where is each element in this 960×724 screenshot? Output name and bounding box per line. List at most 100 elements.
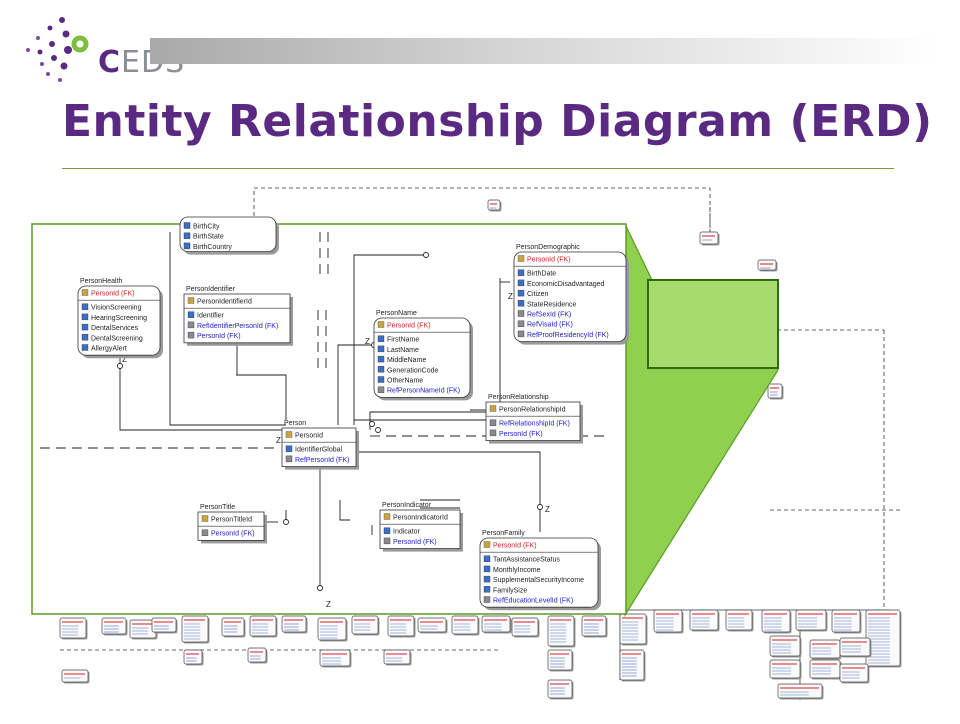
entity-attribute: PersonId (FK)	[499, 431, 543, 438]
entity-title: PersonName	[376, 310, 417, 317]
fk-column-icon	[377, 386, 385, 393]
logo-dots-icon	[26, 17, 89, 82]
entity-attribute: RefProofResidencyId (FK)	[527, 332, 609, 339]
fk-column-icon	[489, 429, 497, 437]
entity-attribute: RefPersonId (FK)	[295, 457, 349, 464]
pk-attribute: PersonId (FK)	[387, 323, 431, 330]
column-icon	[483, 555, 491, 562]
entity-attribute: IdentifierGlobal	[295, 447, 343, 454]
z-label: Z	[326, 600, 331, 609]
z-label: Z	[508, 292, 513, 301]
key-icon	[285, 431, 293, 438]
column-icon	[377, 376, 385, 383]
mini-table	[183, 649, 203, 665]
entity-personindicator: PersonIndicatorPersonIndicatorIdIndicato…	[379, 502, 463, 552]
mini-table	[581, 615, 607, 637]
entity-attribute: LastName	[387, 347, 419, 354]
column-icon	[517, 300, 525, 307]
entity-title: PersonHealth	[80, 278, 123, 285]
column-icon	[285, 445, 293, 452]
column-icon	[517, 279, 525, 287]
entity-attribute: SupplementalSecurityIncome	[493, 577, 584, 584]
fk-column-icon	[489, 419, 497, 426]
pk-attribute: PersonTitleId	[211, 517, 252, 524]
erd-canvas: Z Z Z Z Z Z Z BirthCityBirthStateBirthCo…	[31, 187, 902, 700]
header-gradient-bar	[150, 38, 940, 64]
entity-attribute: RefRelationshipId (FK)	[499, 421, 570, 428]
fk-column-icon	[187, 321, 195, 329]
fk-column-icon	[517, 330, 525, 338]
mini-table	[839, 637, 871, 657]
entity-box	[479, 537, 599, 608]
entity-attribute: PersonId (FK)	[211, 531, 255, 538]
entity-attribute: PersonId (FK)	[393, 539, 437, 546]
pk-attribute: PersonId	[295, 433, 323, 440]
z-label: Z	[365, 337, 370, 346]
mini-table	[809, 659, 841, 679]
entities: BirthCityBirthStateBirthCountryPersonHea…	[77, 216, 629, 611]
column-icon	[517, 289, 525, 297]
mini-table	[547, 679, 573, 699]
mini-table	[777, 683, 823, 699]
column-icon	[377, 335, 385, 342]
entity-personidentifier: PersonIdentifierPersonIdentifierIdIdenti…	[183, 286, 293, 346]
mini-table	[757, 259, 777, 271]
entity-attribute: GenerationCode	[387, 367, 438, 374]
mini-table	[417, 617, 447, 633]
key-icon	[377, 321, 385, 328]
entity-attribute: HearingScreening	[91, 315, 147, 322]
key-icon	[187, 297, 195, 304]
entity-attribute: OtherName	[387, 378, 423, 385]
column-icon	[81, 303, 89, 310]
entity-attribute: FirstName	[387, 337, 419, 344]
entity-attribute: Citizen	[527, 291, 549, 298]
entity-attribute: AllergyAlert	[91, 346, 127, 353]
mini-table	[511, 617, 539, 637]
entity-box	[513, 251, 627, 342]
entity-title: PersonTitle	[200, 504, 235, 511]
entity-attribute: DentalServices	[91, 325, 139, 332]
entity-attribute: MiddleName	[387, 357, 426, 364]
zoom-highlight	[624, 223, 779, 618]
z-label: Z	[276, 436, 281, 445]
entity-attribute: FamilySize	[493, 587, 527, 594]
entity-person: PersonPersonIdIdentifierGlobalRefPersonI…	[281, 420, 359, 470]
entity-attribute: RefIdentifierPersonId (FK)	[197, 323, 278, 330]
entity-box	[373, 317, 471, 398]
key-icon	[489, 405, 497, 412]
mini-table	[769, 659, 801, 679]
mini-table	[865, 609, 901, 667]
column-icon	[377, 355, 385, 363]
pk-attribute: PersonIndicatorId	[393, 515, 448, 522]
entity-title: PersonDemographic	[516, 244, 580, 251]
entity-attribute: Identifier	[197, 313, 225, 320]
column-icon	[183, 242, 191, 250]
entity-attribute: BirthDate	[527, 271, 556, 278]
mini-table	[249, 615, 277, 637]
column-icon	[377, 345, 385, 353]
fk-column-icon	[517, 310, 525, 317]
column-icon	[483, 586, 491, 593]
mini-table	[59, 617, 87, 639]
entity-attribute: RefVisaId (FK)	[527, 322, 573, 329]
key-icon	[81, 289, 89, 296]
fk-column-icon	[187, 331, 195, 339]
entity-attribute: MonthlyIncome	[493, 567, 541, 574]
entity-attribute: RefSexId (FK)	[527, 312, 571, 319]
column-icon	[81, 334, 89, 341]
fk-column-icon	[383, 537, 391, 545]
pk-attribute: PersonRelationshipId	[499, 407, 566, 414]
z-label: Z	[122, 355, 127, 364]
entity-box	[281, 427, 357, 467]
column-icon	[517, 269, 525, 276]
key-icon	[517, 255, 525, 262]
mini-table	[547, 649, 573, 671]
mini-table	[809, 639, 841, 659]
column-icon	[383, 527, 391, 534]
fk-column-icon	[201, 529, 209, 536]
column-icon	[81, 323, 89, 331]
